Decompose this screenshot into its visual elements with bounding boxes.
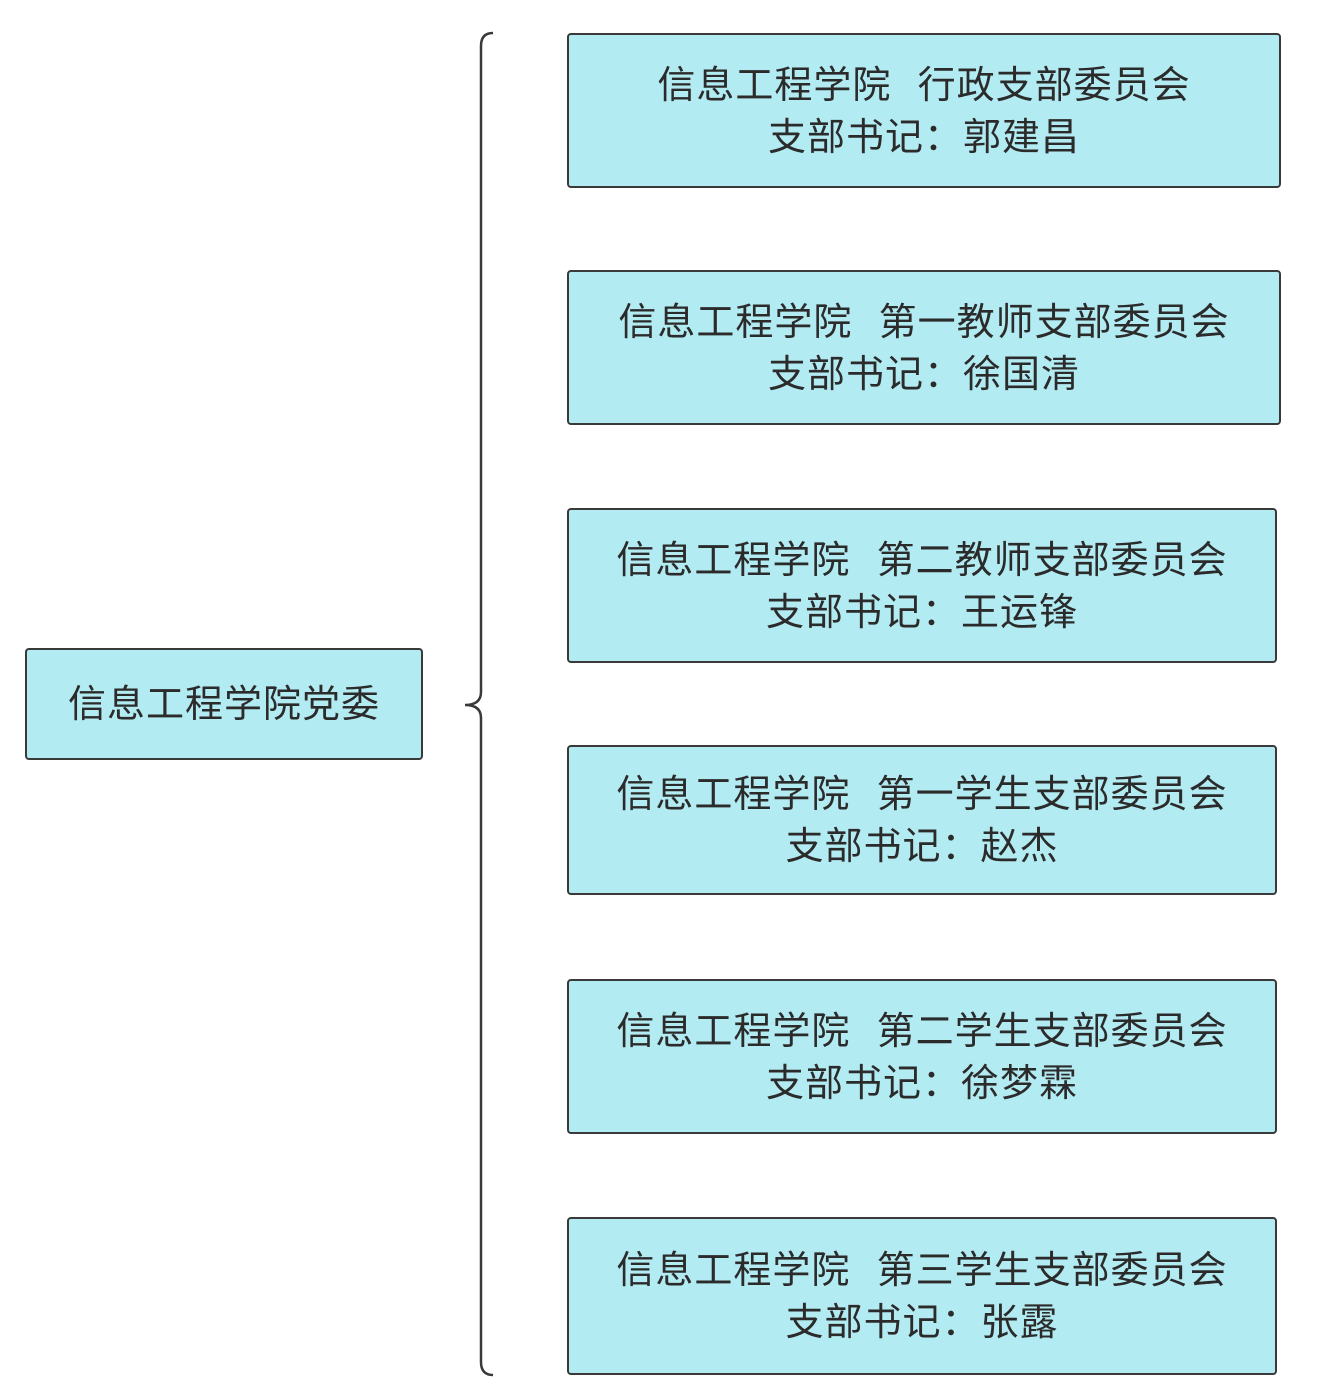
branch-secretary: 支部书记：徐国清 xyxy=(767,351,1080,396)
branch-title: 信息工程学院 行政支部委员会 xyxy=(657,62,1191,107)
branch-title: 信息工程学院 第一学生支部委员会 xyxy=(616,772,1228,816)
branch-node-teacher-1[interactable]: 信息工程学院 第一教师支部委员会 支部书记：徐国清 xyxy=(567,270,1281,425)
branch-title: 信息工程学院 第二学生支部委员会 xyxy=(616,1008,1228,1053)
branch-secretary: 支部书记：赵杰 xyxy=(785,824,1059,868)
branch-secretary: 支部书记：郭建昌 xyxy=(767,114,1080,159)
root-node-party-committee[interactable]: 信息工程学院党委 xyxy=(25,648,423,760)
branch-node-teacher-2[interactable]: 信息工程学院 第二教师支部委员会 支部书记：王运锋 xyxy=(567,508,1277,663)
branch-node-student-3[interactable]: 信息工程学院 第三学生支部委员会 支部书记：张露 xyxy=(567,1217,1277,1375)
branch-title: 信息工程学院 第二教师支部委员会 xyxy=(616,537,1228,582)
root-node-label: 信息工程学院党委 xyxy=(67,682,380,726)
branch-secretary: 支部书记：张露 xyxy=(785,1300,1059,1344)
branch-node-student-1[interactable]: 信息工程学院 第一学生支部委员会 支部书记：赵杰 xyxy=(567,745,1277,895)
branch-title: 信息工程学院 第一教师支部委员会 xyxy=(618,299,1230,344)
branch-secretary: 支部书记：徐梦霖 xyxy=(765,1060,1078,1105)
branch-node-student-2[interactable]: 信息工程学院 第二学生支部委员会 支部书记：徐梦霖 xyxy=(567,979,1277,1134)
branch-title: 信息工程学院 第三学生支部委员会 xyxy=(616,1248,1228,1292)
branch-secretary: 支部书记：王运锋 xyxy=(765,589,1078,634)
branch-node-administrative[interactable]: 信息工程学院 行政支部委员会 支部书记：郭建昌 xyxy=(567,33,1281,188)
